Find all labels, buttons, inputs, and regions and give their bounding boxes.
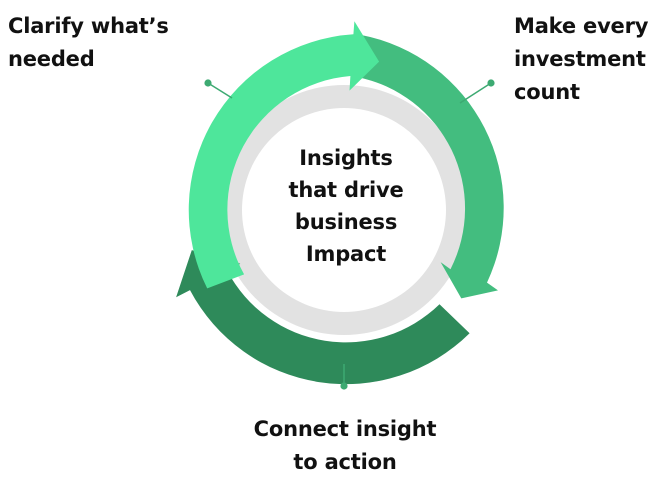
stage-label-line: to action — [293, 450, 397, 474]
stage-label-line: needed — [8, 47, 95, 71]
stage-label-line: investment — [514, 47, 646, 71]
arc-arrow-clarify — [188, 21, 380, 289]
stage-label-line: count — [514, 80, 580, 104]
connector-clarify — [204, 79, 233, 99]
center-title-line: that drive — [288, 178, 404, 202]
center-disc — [242, 108, 446, 312]
stage-label-connect: Connect insight to action — [200, 413, 490, 479]
center-title-line: Insights — [299, 146, 393, 170]
stage-label-invest: Make every investment count — [514, 10, 648, 109]
stage-label-line: Clarify what’s — [8, 14, 169, 38]
arc-arrow-invest — [356, 35, 504, 299]
stage-label-line: Connect insight — [253, 417, 437, 441]
center-title-line: business — [294, 210, 398, 234]
connector-connect — [340, 364, 348, 390]
stage-label-clarify: Clarify what’s needed — [8, 10, 169, 76]
center-title-line: Impact — [305, 242, 387, 266]
center-title: Insights that drive business Impact — [246, 142, 446, 270]
stage-label-line: Make every — [514, 14, 649, 38]
connector-invest — [459, 79, 495, 104]
arc-arrow-connect — [176, 250, 470, 385]
